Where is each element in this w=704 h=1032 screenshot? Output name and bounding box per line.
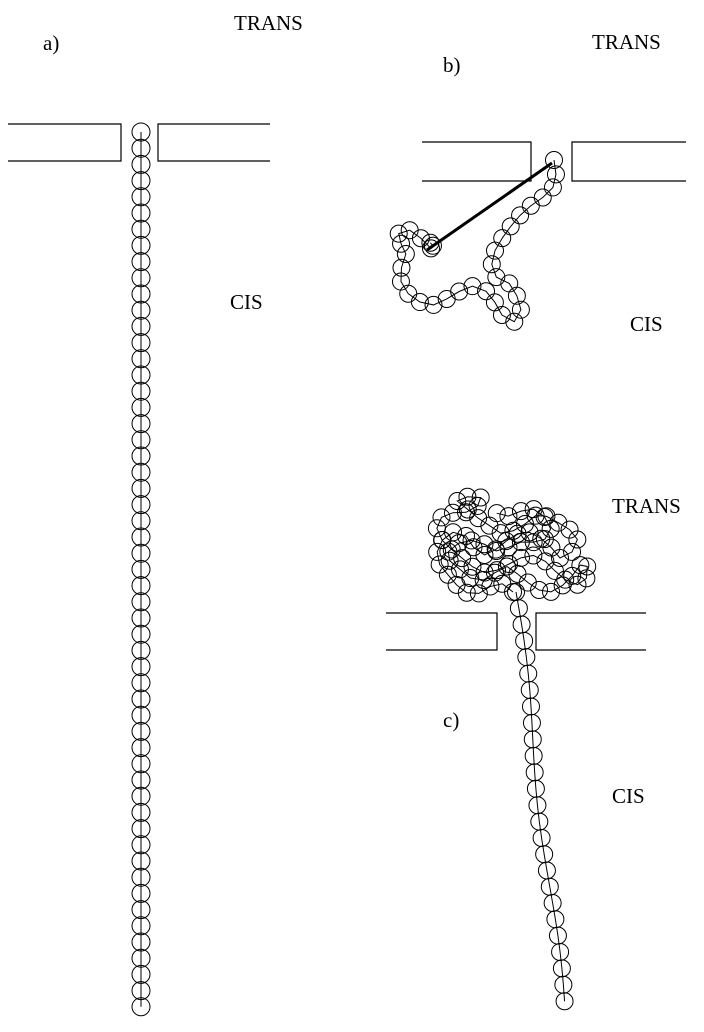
panel-c-cis-label: CIS bbox=[612, 786, 645, 807]
panel-b-cis-label: CIS bbox=[630, 314, 663, 335]
panel-c-trans-label: TRANS bbox=[612, 496, 681, 517]
panel-b-trans-label: TRANS bbox=[592, 32, 661, 53]
panel-c-membrane-right bbox=[536, 613, 646, 650]
panel-b-membrane-left bbox=[422, 142, 531, 181]
panel-b-chain bbox=[390, 152, 564, 331]
panel-a-membrane-right bbox=[158, 124, 270, 161]
panel-c-label: c) bbox=[443, 710, 459, 731]
panel-a-cis-label: CIS bbox=[230, 292, 263, 313]
panel-b-membrane-right bbox=[572, 142, 686, 181]
panel-c-cis-chain bbox=[508, 584, 574, 1010]
panel-c-membrane-left bbox=[386, 613, 497, 650]
panel-a-chain bbox=[132, 123, 150, 1016]
panel-a-label: a) bbox=[43, 33, 59, 54]
panel-b-end-to-end-vector bbox=[427, 163, 552, 250]
panel-a-trans-label: TRANS bbox=[234, 13, 303, 34]
panel-a-membrane-left bbox=[8, 124, 121, 161]
panel-b-label: b) bbox=[443, 55, 461, 76]
